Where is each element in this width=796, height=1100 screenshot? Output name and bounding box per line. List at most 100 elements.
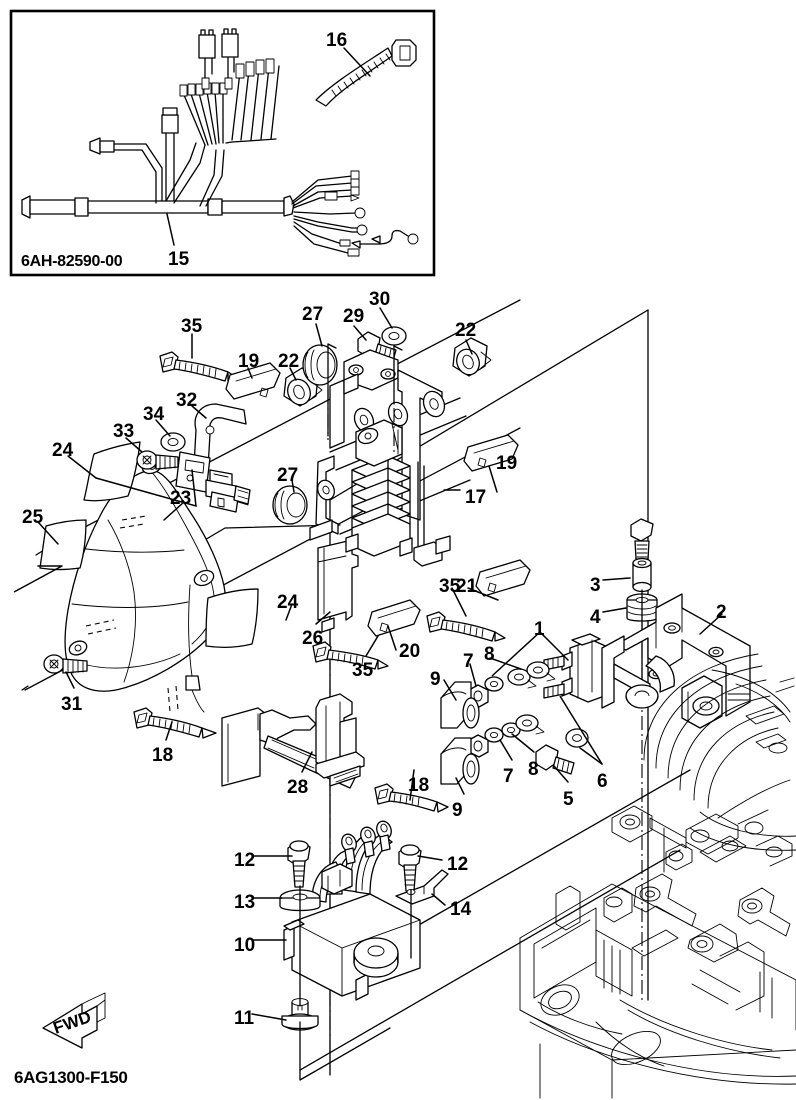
callout-18-b: 18 (408, 775, 430, 796)
part-bolt-top (630, 518, 654, 560)
part-bracket-32 (175, 403, 251, 513)
callout-13: 13 (234, 892, 256, 913)
part-screw-31 (43, 654, 88, 674)
part-decal-24b (205, 588, 259, 648)
callout-23: 23 (170, 488, 192, 509)
fwd-arrow-icon (42, 992, 106, 1049)
callout-7-a: 7 (463, 651, 474, 672)
part-sleeve-19b (463, 434, 519, 472)
sheet-reference-code: 6AG1300-F150 (14, 1068, 128, 1087)
callout-9-b: 9 (452, 800, 463, 821)
callout-21: 21 (456, 576, 478, 597)
callout-30: 30 (369, 289, 391, 310)
engine-block-reference (519, 653, 796, 1099)
harness-upper-branch (161, 107, 225, 207)
part-screw-33 (136, 450, 179, 470)
callout-24-a: 24 (52, 440, 74, 461)
part-washer-7c (484, 676, 504, 692)
callout-7-b: 7 (503, 766, 514, 787)
callout-11: 11 (234, 1008, 255, 1029)
part-standoff-9a (440, 681, 480, 729)
part-electrical-stack-17 (309, 343, 471, 567)
callout-14: 14 (450, 899, 472, 920)
callout-29: 29 (343, 306, 365, 327)
part-cable-tie-18a (133, 707, 217, 739)
part-cable-tie-35c (312, 641, 389, 670)
part-cable-tie-18b (374, 783, 449, 813)
callout-9-a: 9 (430, 669, 441, 690)
callout-inset-16: 16 (326, 30, 348, 51)
part-sleeve-19a (225, 362, 281, 400)
part-grommet-27a (302, 344, 338, 386)
part-standoff-9b (440, 737, 480, 785)
callout-17: 17 (465, 487, 487, 508)
part-relay-1 (543, 633, 611, 703)
harness-left-branch (89, 137, 163, 204)
callout-35-c: 35 (352, 660, 374, 681)
part-screw-12a (287, 840, 311, 888)
callout-19-b: 19 (496, 453, 518, 474)
part-sleeve-20 (367, 599, 421, 637)
callout-1: 1 (534, 619, 545, 640)
callout-2: 2 (716, 602, 727, 623)
part-hardware-8b (501, 722, 521, 738)
harness-right-fan (291, 170, 419, 257)
callout-20: 20 (399, 641, 421, 662)
part-cowl-bracket-28 (221, 693, 365, 789)
callout-31: 31 (61, 694, 83, 715)
part-screw-12b (398, 844, 422, 892)
inset-cable-tie (315, 39, 417, 107)
callout-32: 32 (176, 390, 198, 411)
part-washer-30 (381, 326, 407, 346)
leader-lines (13, 307, 723, 1021)
callout-3: 3 (590, 575, 601, 596)
callout-4: 4 (590, 607, 601, 628)
callout-19-a: 19 (238, 351, 260, 372)
callout-12-a: 12 (234, 850, 256, 871)
part-bracket-14 (395, 869, 449, 959)
harness-main-trunk (21, 195, 295, 219)
part-hardware-8b2 (515, 714, 545, 735)
part-decal-25 (39, 519, 87, 571)
callout-27-a: 27 (302, 304, 324, 325)
callout-35-a: 35 (181, 316, 203, 337)
part-cowling-23 (64, 457, 226, 713)
part-clamp-22b (452, 337, 492, 377)
part-washer-7d (484, 727, 504, 743)
callout-25: 25 (22, 507, 44, 528)
callout-8-b: 8 (528, 759, 539, 780)
part-bracket-26 (317, 539, 359, 633)
callout-22-a: 22 (455, 320, 477, 341)
callout-12-b: 12 (447, 854, 469, 875)
rectifier-fins (345, 455, 413, 557)
callout-33: 33 (113, 421, 135, 442)
part-bracket-2 (601, 593, 751, 729)
callout-35-b: 35 (439, 576, 461, 597)
callout-24-b: 24 (277, 592, 299, 613)
harness-connector-fan (179, 28, 280, 146)
part-washer-34 (160, 432, 186, 452)
part-hardware-8a2 (526, 661, 556, 682)
inset-harness-panel (9, 9, 436, 277)
callout-28: 28 (287, 777, 309, 798)
part-grommet-27b (272, 485, 308, 525)
callout-inset-15: 15 (168, 249, 190, 270)
inset-reference-code: 6AH-82590-00 (21, 253, 123, 270)
callout-8-a: 8 (484, 644, 495, 665)
callout-27-b: 27 (277, 465, 299, 486)
part-bolt-5 (535, 744, 575, 775)
part-collar-3 (632, 557, 652, 593)
part-washer-6 (565, 728, 589, 748)
callout-22-b: 22 (278, 351, 300, 372)
part-sleeve-21 (475, 559, 531, 597)
callout-18-a: 18 (152, 745, 174, 766)
callout-10: 10 (234, 935, 256, 956)
part-cable-tie-35b (426, 611, 506, 642)
part-coil-10 (283, 820, 421, 1001)
callout-6: 6 (597, 771, 608, 792)
callout-34: 34 (143, 404, 165, 425)
callout-26: 26 (302, 628, 324, 649)
callout-5: 5 (563, 789, 574, 810)
